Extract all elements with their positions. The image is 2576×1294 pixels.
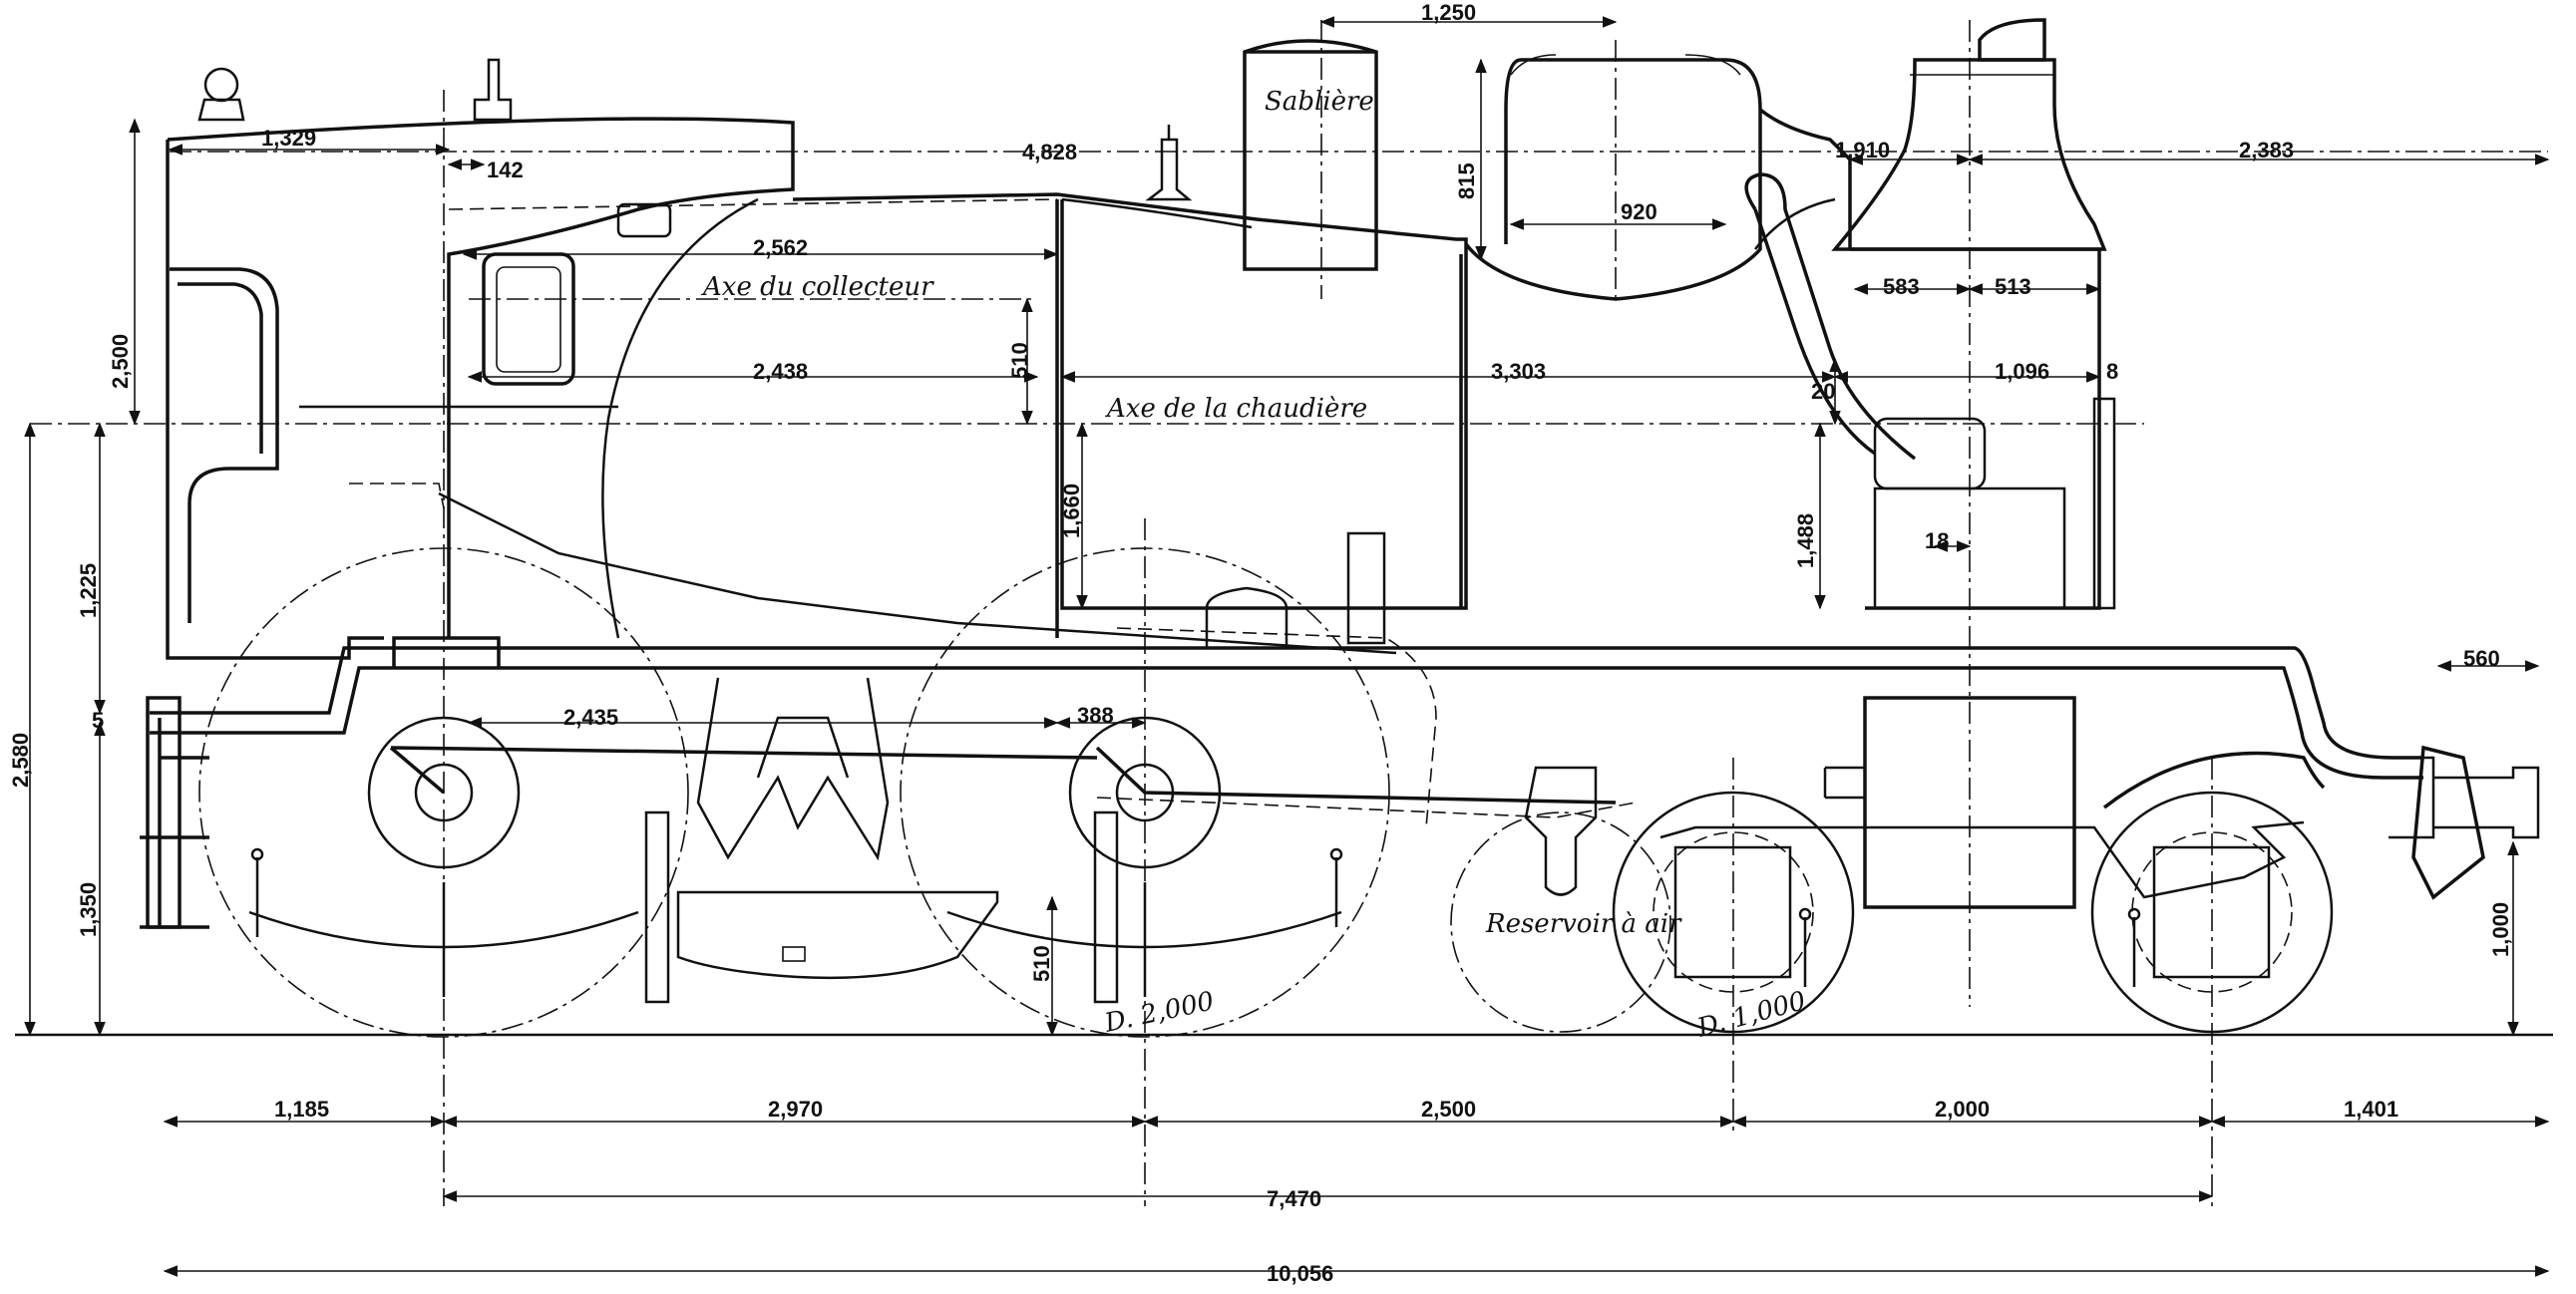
dim-18: 18 [1925,528,1949,553]
dim-1185: 1,185 [274,1097,329,1122]
dim-1488: 1,488 [1793,513,1818,568]
firebox-curve [601,197,759,639]
bogie-axlebox-front [1673,845,1792,979]
dim-20: 20 [1811,379,1835,404]
front-buffer [2433,766,2540,839]
smokebox-front-plate [2092,397,2116,610]
dome-valve [1205,586,1288,650]
dim-513: 513 [1995,274,2031,299]
dim-2438: 2,438 [753,359,808,384]
brake-links [1096,797,1637,818]
driving-wheel-diameter-label: D. 2,000 [1101,986,1217,1039]
frame-running-board [150,636,2423,780]
brake-block-driving [1093,810,1119,1004]
boiler-body [792,192,1468,638]
dim-2500h: 2,500 [1421,1097,1476,1122]
cylinder-pipe [1823,766,1865,800]
ashpan-door [782,946,806,962]
regulator-pipe [1744,172,1917,461]
air-reservoir-label: Reservoir à air [1485,909,1682,939]
boiler-whistle [1145,125,1193,201]
brake-block-rear [644,810,670,1004]
cab-roof-whistle-body [197,98,245,122]
dimension-texts: 1,250 1,329 142 4,828 1,910 2,383 815 92… [8,0,2513,1286]
dim-583: 583 [1883,274,1920,299]
dim-4828: 4,828 [1022,140,1077,164]
bogie-splasher [2102,751,2326,809]
dim-1350: 1,350 [76,882,101,937]
cab-outline [166,117,795,660]
dim-5: 5 [92,708,104,733]
dimension-lines-vertical [24,58,2519,1037]
steam-dome [1464,54,1762,301]
wheel-bogie-front [1612,791,1855,1034]
dim-142: 142 [487,158,524,182]
air-reservoir [1450,811,1671,1033]
dim-510a: 510 [1007,342,1032,379]
dim-7470: 7,470 [1267,1186,1321,1211]
dim-560: 560 [2463,646,2500,671]
boiler-top-pipe [1061,197,1253,229]
dim-1096: 1,096 [1995,359,2049,384]
front-coupling [2389,756,2435,839]
dim-1250: 1,250 [1421,0,1476,25]
reverser-rod-dashed [349,483,1437,828]
dim-1401: 1,401 [2344,1097,2398,1122]
cab-roof-lamp [473,58,513,122]
dim-3303: 3,303 [1491,359,1546,384]
dim-2562: 2,562 [753,235,808,260]
dome-steam-pipe-inner [1754,197,1836,250]
spring-hangers [250,847,2141,997]
ashpan [676,890,999,980]
wheel-rear-coupled [198,547,689,1038]
dim-510b: 510 [1029,945,1054,982]
dim-2500v: 2,500 [108,334,133,389]
dim-2580: 2,580 [8,733,33,788]
coupling-rod [389,746,1617,805]
dim-2970: 2,970 [768,1097,823,1122]
cylinder-box [1863,696,2076,909]
chimney [1831,18,2107,251]
dim-1329: 1,329 [261,126,316,151]
valve-gear-links [696,677,890,861]
dim-1660: 1,660 [1059,484,1084,538]
dome-steam-pipe [1758,108,1852,249]
firebox-front-line [448,198,1058,210]
dim-388: 388 [1077,703,1114,728]
dim-1910: 1,910 [1835,138,1890,162]
bogie-frame [1659,820,2305,899]
collector-axis-label: Axe du collecteur [701,272,934,302]
buffer-beam-front [2411,745,2485,900]
dimension-lines [163,16,2550,1277]
dim-1000v: 1,000 [2488,902,2513,957]
dim-1225: 1,225 [76,563,101,618]
dim-2435: 2,435 [563,705,618,730]
reverser-rod [438,491,1397,655]
bogie-axlebox-rear [2152,845,2271,979]
dim-815: 815 [1454,162,1479,199]
dim-8: 8 [2106,359,2118,384]
boiler-axis-label: Axe de la chaudière [1105,394,1367,424]
wheel-driving [900,547,1390,1038]
sand-pipe [1346,531,1386,645]
dim-2383: 2,383 [2239,138,2294,162]
dim-10056: 10,056 [1267,1261,1333,1286]
connecting-rod [390,746,1098,760]
sandbox [1243,39,1378,271]
sandbox-label: Sablière [1265,87,1374,117]
air-reservoir-valve [1524,766,1598,896]
rear-step [140,718,209,929]
smokebox [1850,247,2101,610]
dim-2000: 2,000 [1935,1097,1990,1122]
cab-roof-whistle [203,67,239,103]
wheel-bogie-rear [2090,791,2334,1034]
smokebox-cylinder-saddle [1873,417,1987,490]
dim-920: 920 [1621,199,1657,224]
